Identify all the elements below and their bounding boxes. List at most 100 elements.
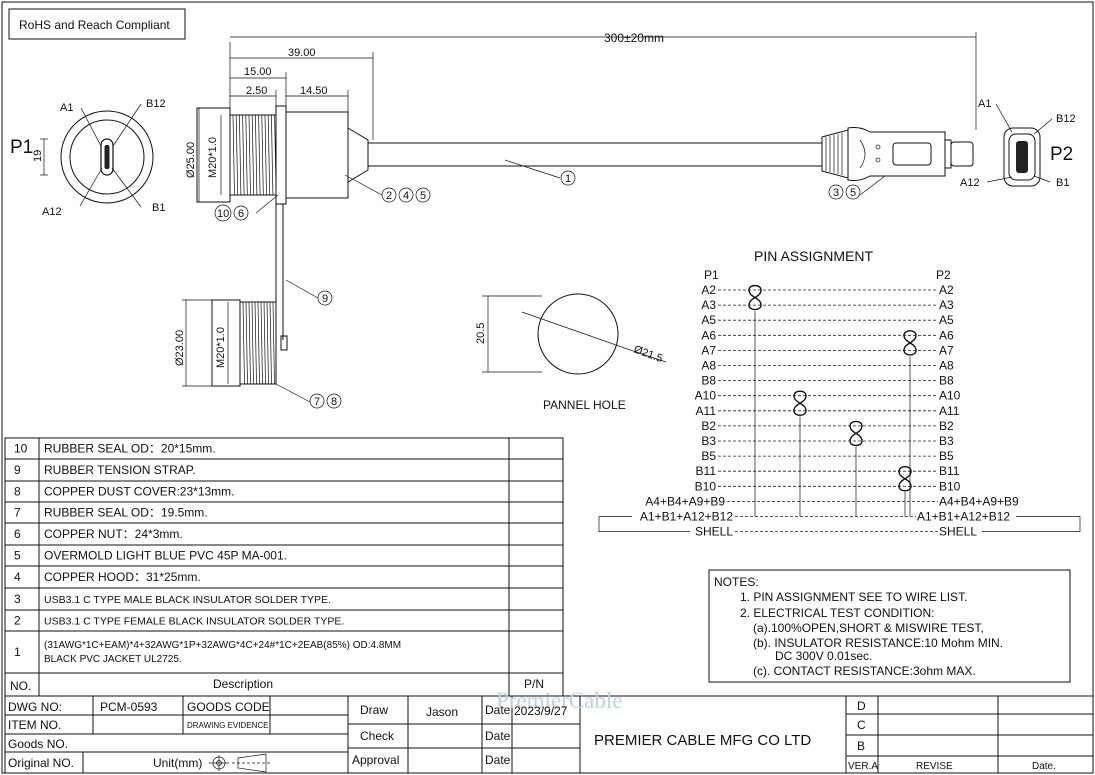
pin-right-label: SHELL [939, 525, 977, 539]
rev-date-label: Date. [1032, 761, 1056, 772]
unit-label: Unit(mm) [153, 756, 202, 770]
notes-line: 1. PIN ASSIGNMENT SEE TO WIRE LIST. [740, 590, 967, 604]
revise-label: REVISE [916, 761, 953, 772]
check-label: Check [360, 729, 395, 743]
bom-row-desc: COPPER HOOD：31*25mm. [44, 570, 201, 584]
bom-header-pn: P/N [524, 677, 544, 691]
dim-total-length: 300±20mm [604, 31, 664, 45]
original-no-label: Original NO. [8, 756, 74, 770]
rev-b: B [857, 739, 865, 753]
pin-left-label: A10 [695, 389, 717, 403]
drawing-evidence-label: DRAWING EVIDENCE [187, 721, 269, 730]
bom-row-no: 1 [14, 645, 21, 659]
pin-left-label: A4+B4+A9+B9 [645, 494, 725, 508]
bom-row-no: 5 [14, 549, 21, 563]
pin-right-label: A10 [939, 389, 961, 403]
pin-left-label: A11 [696, 404, 717, 418]
pin-left-label: A6 [701, 328, 716, 342]
p1-label: P1 [10, 137, 33, 158]
p1-a12-label: A12 [42, 206, 62, 218]
p1-dim-19: 19 [32, 150, 44, 162]
draw-date-value: 2023/9/27 [514, 704, 568, 718]
bom-row-no: 8 [14, 485, 21, 499]
notes-line: DC 300V 0.01sec. [775, 649, 872, 663]
pin-right-label: A11 [939, 404, 960, 418]
bom-row-no: 6 [14, 527, 21, 541]
balloon: 8 [331, 396, 337, 408]
balloon-group: 1 2 4 5 10 6 9 7 8 3 5 [214, 170, 861, 409]
bom-row-no: 2 [14, 614, 21, 628]
male-plug-side-view [821, 127, 974, 196]
bom-row-desc: (31AWG*1C+EAM)*4+32AWG*1P+32AWG*4C+24#*1… [44, 640, 401, 651]
pin-left-label: B3 [701, 434, 716, 448]
goods-no-label: Goods NO. [8, 737, 68, 751]
company-name: PREMIER CABLE MFG CO LTD [594, 732, 811, 749]
bom-header-desc: Description [213, 677, 273, 691]
notes-title: NOTES: [714, 575, 759, 589]
pannel-hole-label: PANNEL HOLE [543, 398, 626, 412]
balloon: 2 [386, 190, 392, 202]
pin-right-label: B10 [939, 479, 961, 493]
pin-left-label: A2 [701, 283, 716, 297]
approval-label: Approval [352, 753, 399, 767]
balloon: 1 [565, 173, 571, 185]
p2-a1-label: A1 [978, 98, 991, 110]
p2-b1-label: B1 [1056, 177, 1069, 189]
bom-row-no: 7 [14, 506, 21, 520]
pin-left-label: A3 [701, 298, 716, 312]
notes-line: (a).100%OPEN,SHORT & MISWIRE TEST, [753, 621, 984, 635]
pin-left-label: A7 [701, 343, 716, 357]
pin-right-label: B2 [939, 419, 954, 433]
balloon: 5 [850, 187, 856, 199]
dust-cover-view [182, 299, 311, 403]
bom-row-desc: RUBBER SEAL OD：19.5mm. [44, 506, 208, 520]
pin-left-label: A1+B1+A12+B12 [640, 510, 733, 524]
pin-right-label: A3 [939, 298, 954, 312]
bom-row-desc: USB3.1 C TYPE FEMALE BLACK INSULATOR SOL… [44, 616, 344, 628]
balloon: 9 [322, 293, 328, 305]
pin-left-label: B5 [701, 449, 716, 463]
dwg-no-label: DWG NO: [8, 700, 62, 714]
pin-right-label: B5 [939, 449, 954, 463]
pin-right-label: A7 [939, 343, 954, 357]
pin-right-label: B11 [939, 464, 960, 478]
draw-date-label: Date [485, 703, 511, 717]
p1-b12-label: B12 [146, 98, 166, 110]
dim-dia23: Ø23.00 [174, 330, 186, 366]
panel-hole-view [482, 293, 667, 375]
draw-label: Draw [360, 703, 388, 717]
p2-label: P2 [1050, 144, 1073, 165]
pin-p2-header: P2 [936, 268, 951, 282]
item-no-label: ITEM NO. [8, 718, 61, 732]
draw-name: Jason [426, 705, 458, 719]
pin-right-label: A6 [939, 328, 954, 342]
notes-line: (c). CONTACT RESISTANCE:3ohm MAX. [753, 664, 976, 678]
rev-d: D [857, 699, 866, 713]
pin-right-label: A4+B4+A9+B9 [939, 494, 1019, 508]
pin-left-label: B2 [701, 419, 716, 433]
pin-left-label: B10 [695, 479, 717, 493]
dim-2-50: 2.50 [246, 85, 267, 97]
pin-left-label: SHELL [695, 525, 733, 539]
balloon: 4 [403, 190, 409, 202]
bom-row-desc: USB3.1 C TYPE MALE BLACK INSULATOR SOLDE… [44, 594, 331, 606]
dim-14-50: 14.50 [300, 85, 328, 97]
notes-line: 2. ELECTRICAL TEST CONDITION: [740, 606, 934, 620]
p1-front-view [40, 103, 154, 208]
dim-dia25: Ø25.00 [185, 142, 197, 178]
balloon: 3 [833, 187, 839, 199]
notes-line: (b). INSULATOR RESISTANCE:10 Mohm MIN. [753, 636, 1003, 650]
check-date-label: Date [485, 729, 511, 743]
pin-left-label: A5 [701, 313, 716, 327]
pin-left-label: B11 [696, 464, 717, 478]
rev-c: C [857, 718, 866, 732]
p1-b1-label: B1 [152, 202, 165, 214]
pin-assignment-title: PIN ASSIGNMENT [754, 248, 873, 264]
hole-dim-diameter: Ø21.5 [632, 344, 664, 366]
balloon: 10 [217, 208, 229, 220]
dim-m20-top: M20*1.0 [207, 137, 219, 178]
pin-right-label: B3 [939, 434, 954, 448]
bom-row-no: 3 [14, 592, 21, 606]
